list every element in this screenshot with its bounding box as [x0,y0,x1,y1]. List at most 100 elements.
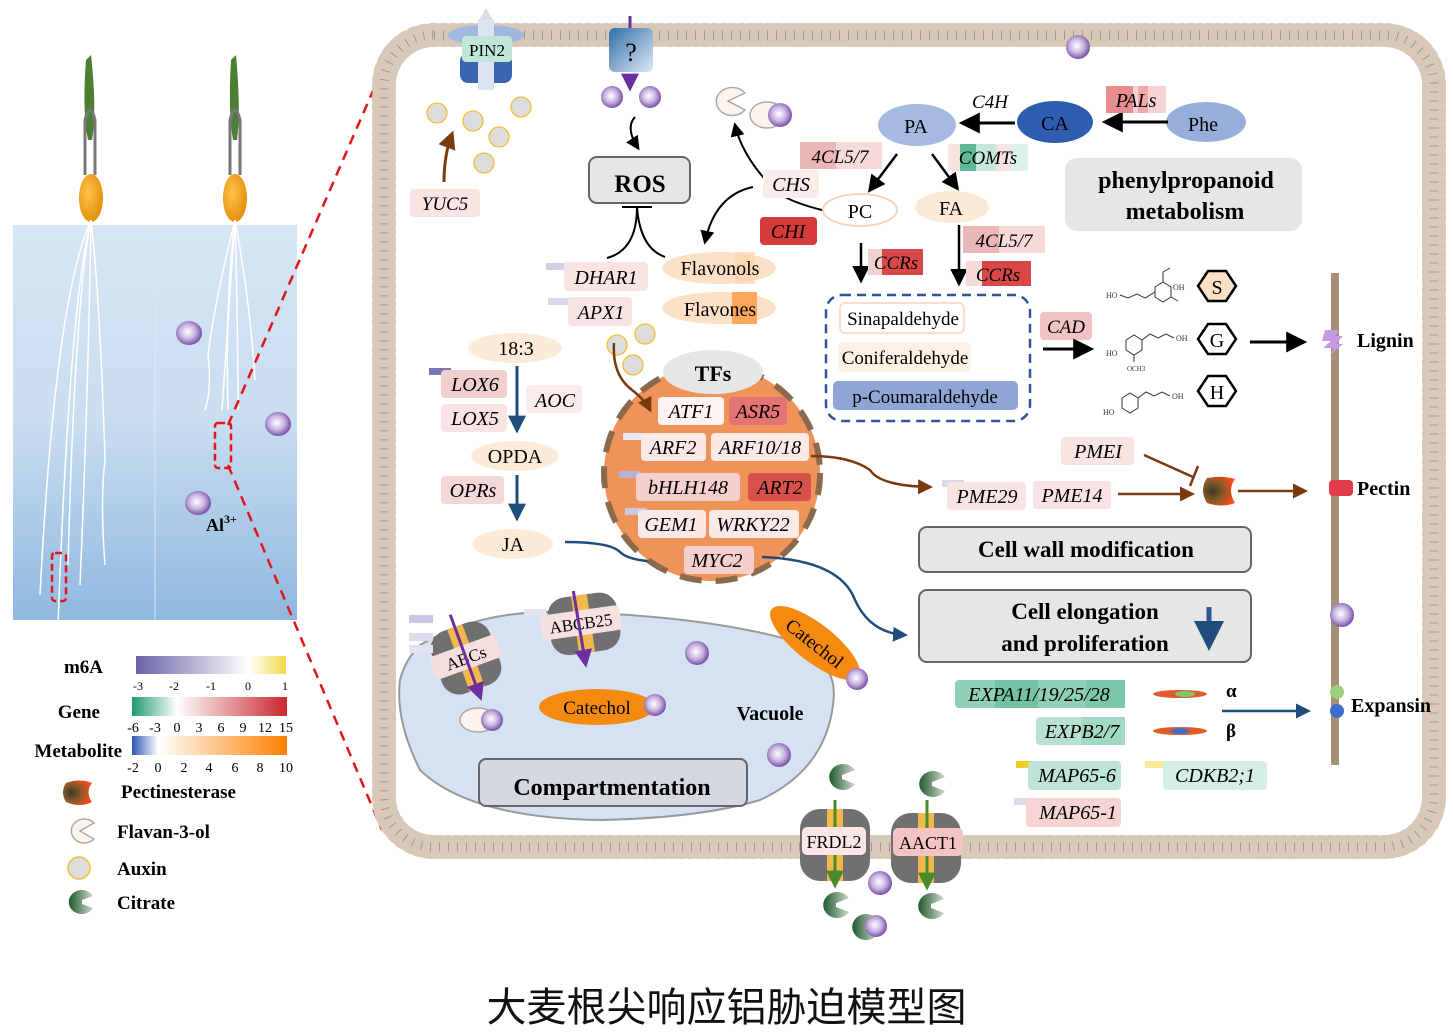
phenylpropanoid-title-line2: metabolism [1126,199,1245,225]
citrate-icon [829,764,855,791]
phenylpropanoid-box [1065,158,1302,231]
m6a-bar [619,471,641,478]
gene-comts: COMTs [948,144,1028,171]
tick: 8 [257,761,264,776]
monolignol-h-icon [1196,374,1238,408]
beta-expansin-protein-icon [1153,727,1207,735]
citrate-icon [919,771,945,797]
compartmentation-label: Compartmentation [513,775,710,801]
gene-pals-label: PALs [1115,90,1157,112]
metabolite-ca [1017,101,1093,143]
pin2-transporter: PIN2 [448,8,524,90]
metabolite-pa-label: PA [904,116,928,138]
gene-lox6-label: LOX6 [450,374,499,396]
m6a-bar [623,433,643,440]
abcb25-transporter: ABCB25 [539,590,622,668]
pectinesterase-icon [1203,476,1235,506]
cell-elongation-line1: Cell elongation [1011,599,1159,624]
gene-4cl57-b-label: 4CL5/7 [975,231,1034,252]
m6a-bar [409,645,433,653]
aluminum-ion-icon [868,871,892,895]
compartmentation-box [478,758,748,807]
m6a-bar [1016,761,1037,768]
gene-aoc [526,385,582,413]
pectinesterase-icon [63,780,92,805]
legend-citrate-label: Citrate [117,893,175,914]
zoom-line-top [226,69,384,426]
tick: 0 [245,679,251,693]
tick: 6 [218,721,225,736]
tick: 6 [232,761,239,776]
gene-lox5-label: LOX5 [450,408,499,430]
aluminum-ion-icon [1330,603,1354,627]
monolignol-s-icon [1196,269,1238,303]
tf-wrky22 [709,510,799,538]
gene-4cl57-a-label: 4CL5/7 [811,147,870,168]
auxin-icon [606,334,628,356]
metabolite-pa [878,104,956,146]
metabolite-fa-label: FA [939,198,964,220]
tf-gem1 [638,510,706,538]
gene-lox6 [441,370,507,398]
auxin-icon [634,323,656,345]
m6a-bar [548,298,570,305]
aluminum-ion-icon [176,321,202,345]
tf-bhlh148 [636,473,740,501]
aluminum-ion-icon [685,641,709,665]
tick: -2 [169,679,179,693]
tick: 3 [196,721,203,736]
flavan-3-ol-icon [715,86,747,117]
tick: -6 [127,721,139,736]
gene-color-scale [132,697,287,716]
monolignol-s-label: S [1211,277,1222,299]
metabolite-sinapaldehyde-label: Sinapaldehyde [847,309,959,330]
tf-bhlh148-label: bHLH148 [648,477,728,499]
gene-ticks: -6 -3 0 3 6 9 12 15 [127,721,293,736]
tf-myc2-label: MYC2 [690,550,742,572]
cell-wall-modification-box [918,526,1252,573]
gene-expb-label: EXPB2/7 [1044,721,1120,743]
lignin-icon [1322,330,1343,355]
abcs-transporter: ABCs [429,614,502,701]
m6a-bar [409,615,433,623]
aluminum-seedling [204,55,256,470]
gene-ccrs-b-label: CCRs [976,265,1020,286]
tf-arf10-18-label: ARF10/18 [717,437,801,459]
metabolite-18-3-label: 18:3 [498,338,534,360]
gene-pmei [1061,437,1134,465]
pectin-label: Pectin [1357,478,1410,500]
gene-expb: EXPB2/7 [1036,717,1125,745]
auxin-cluster [426,96,532,174]
tf-atf1-label: ATF1 [667,401,714,423]
tf-art2 [748,473,811,501]
figure-caption: 大麦根尖响应铝胁迫模型图 [486,985,967,1031]
metabolite-phe [1166,102,1246,142]
chem-label: OH [1173,283,1185,292]
legend-auxin-label: Auxin [117,859,167,880]
tick: 12 [258,721,272,736]
gene-4cl57-b: 4CL5/7 [963,226,1045,253]
metabolite-pc [822,193,898,227]
gene-comts-label: COMTs [959,148,1017,169]
m6a-bar [429,368,451,375]
auxin-icon [67,856,91,880]
flavan-3-ol-icon [70,818,96,844]
metabolite-pc-label: PC [848,201,872,223]
gene-pme14-label: PME14 [1040,485,1102,507]
auxin-icon [488,126,510,148]
m6a-bar [524,609,546,616]
pin2-label-box [462,36,512,62]
plant-panel: Al3+ [13,55,384,831]
aluminum-ion-icon [185,491,211,515]
chem-label: HO [1106,349,1118,358]
auxin-icon [622,354,644,376]
m6a-bar [1145,761,1166,768]
m6a-bar [1014,798,1035,805]
aluminum-ion-icon [865,915,887,937]
tf-wrky22-label: WRKY22 [716,514,789,536]
aluminum-ion-label: Al3+ [206,512,237,535]
zoom-line-bottom [226,464,384,831]
tfs-header [663,350,763,394]
tick: -3 [133,679,143,693]
metabolite-p-coumaraldehyde [833,381,1018,410]
